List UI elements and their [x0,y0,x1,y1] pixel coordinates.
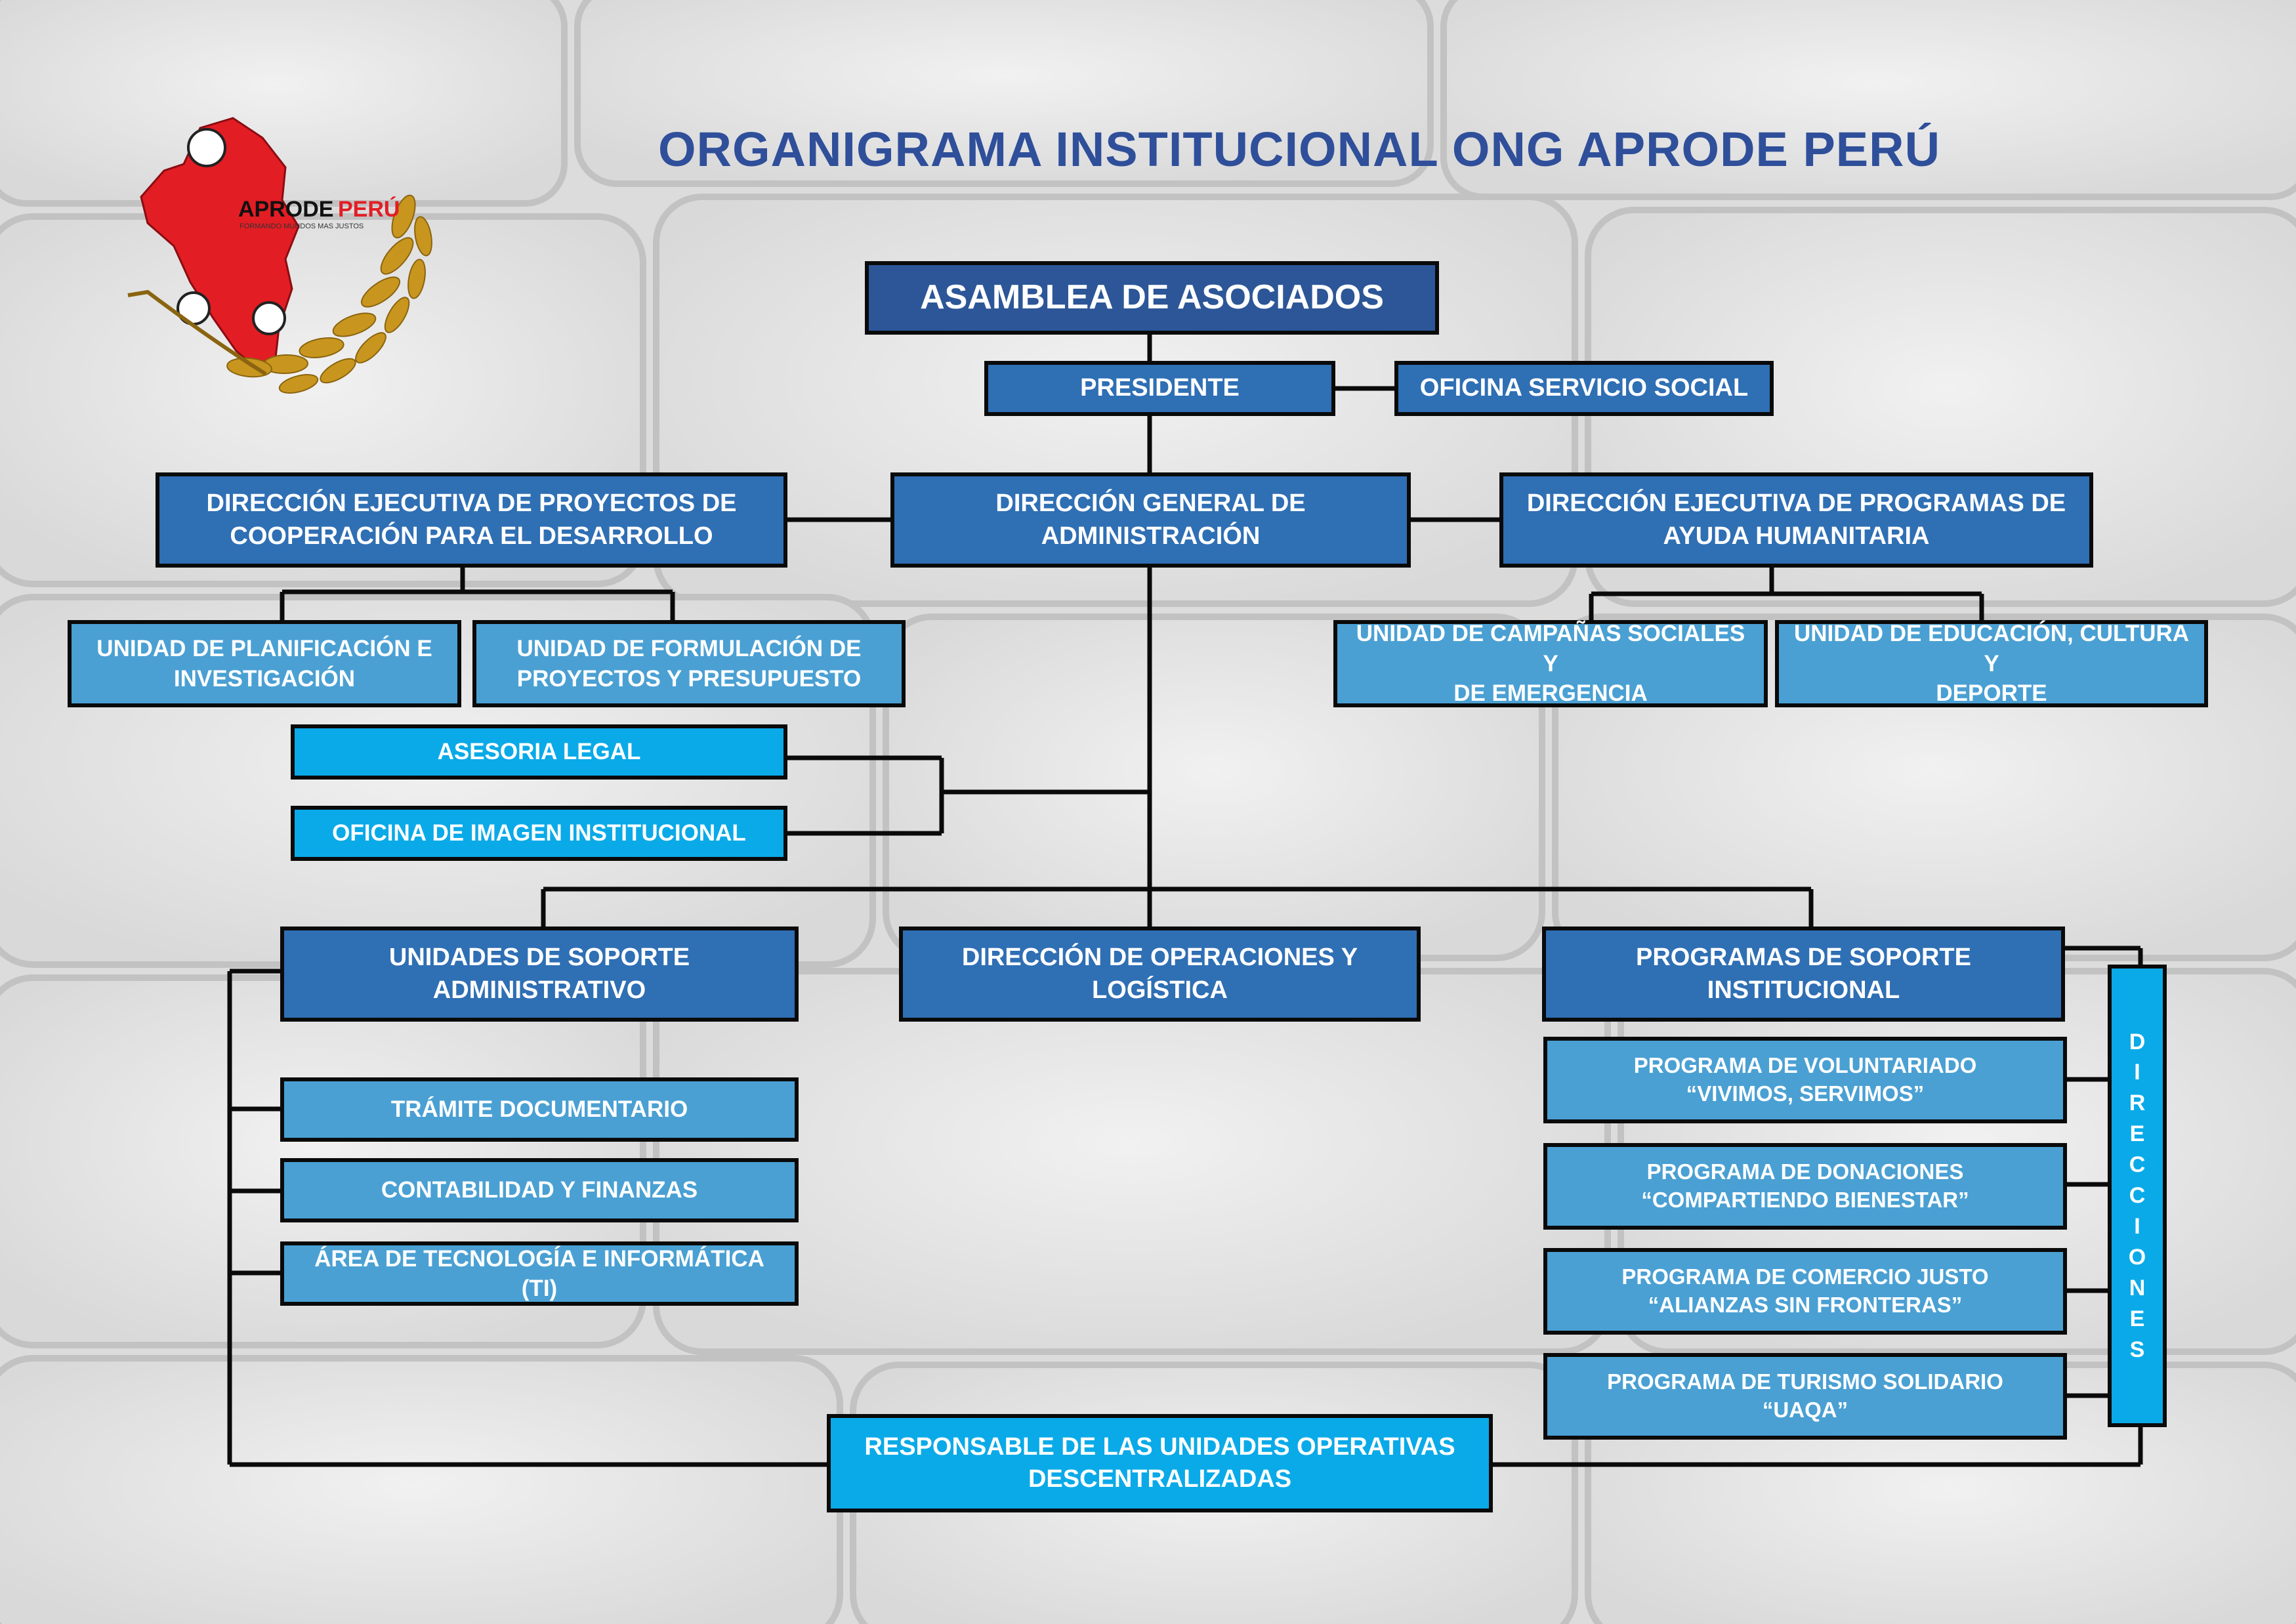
logo-tagline: FORMANDO MUNDOS MAS JUSTOS [240,222,364,230]
node-oficina-servicio-social: OFICINA SERVICIO SOCIAL [1394,361,1774,416]
node-programa-donaciones: PROGRAMA DE DONACIONES“COMPARTIENDO BIEN… [1543,1143,2067,1230]
node-oficina-imagen: OFICINA DE IMAGEN INSTITUCIONAL [291,806,787,861]
node-contabilidad-finanzas: CONTABILIDAD Y FINANZAS [280,1158,799,1222]
node-programa-comercio-justo: PROGRAMA DE COMERCIO JUSTO“ALIANZAS SIN … [1543,1248,2067,1335]
node-area-ti: ÁREA DE TECNOLOGÍA E INFORMÁTICA (TI) [280,1241,799,1306]
node-asamblea: ASAMBLEA DE ASOCIADOS [865,261,1439,335]
logo-brand-accent: PERÚ [338,197,400,222]
node-presidente: PRESIDENTE [984,361,1335,416]
node-tramite-documentario: TRÁMITE DOCUMENTARIO [280,1077,799,1142]
node-programa-turismo: PROGRAMA DE TURISMO SOLIDARIO“UAQA” [1543,1353,2067,1440]
logo-brand: APRODE [238,197,333,222]
page-title: ORGANIGRAMA INSTITUCIONAL ONG APRODE PER… [657,122,1941,177]
node-asesoria-legal: ASESORIA LEGAL [291,724,787,780]
node-programa-voluntariado: PROGRAMA DE VOLUNTARIADO“VIVIMOS, SERVIM… [1543,1037,2067,1123]
aprode-peru-logo: APRODE PERÚ FORMANDO MUNDOS MAS JUSTOS [127,117,432,394]
